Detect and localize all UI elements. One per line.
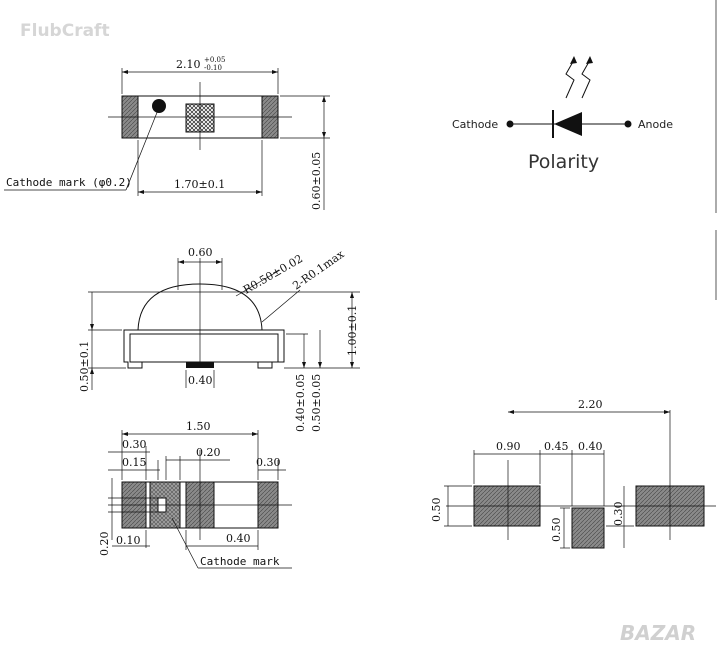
- mark-offset-label: 0.15: [122, 456, 147, 469]
- footprint-pad-width-label: 0.90: [496, 440, 521, 453]
- footprint-offset-label: 0.30: [612, 502, 625, 527]
- polarity-title: Polarity: [528, 151, 599, 173]
- pad-span-label: 1.50: [186, 420, 211, 433]
- left-inset-label: 0.10: [116, 534, 141, 547]
- footprint-center-pad-label: 0.40: [578, 440, 603, 453]
- top-width-tol-minus: -0.10: [204, 64, 222, 72]
- footprint: 2.20 0.90 0.45 0.40 0.50 0.50 0.30: [430, 398, 716, 549]
- top-height-label: 0.60±0.05: [310, 152, 323, 210]
- pad-height-b-label: 0.50±0.05: [310, 374, 323, 432]
- bottom-height-label: 0.20: [98, 532, 111, 557]
- cathode-mark-label: Cathode mark (φ0.2): [6, 176, 132, 189]
- pad-height-a-label: 0.40±0.05: [294, 374, 307, 432]
- diode-icon: [554, 112, 582, 136]
- body-height-label: 0.50±0.1: [78, 341, 91, 392]
- footprint-total-label: 2.20: [578, 398, 603, 411]
- right-pad-label: 0.30: [256, 456, 281, 469]
- cathode-dot: [152, 99, 166, 113]
- dome-width-label: 0.60: [188, 246, 213, 259]
- top-width-label: 2.10: [176, 58, 201, 71]
- footprint-center-pad: [571, 507, 605, 549]
- bottom-cathode-label: Cathode mark: [200, 555, 280, 568]
- footprint-center-height-label: 0.50: [550, 518, 563, 543]
- bottom-pad-label: 0.40: [188, 374, 213, 387]
- top-width-tol-plus: +0.05: [204, 56, 225, 64]
- watermark-bottom: BAZAR: [620, 621, 696, 645]
- watermark-top: FlubCraft: [20, 21, 110, 41]
- center-width-label: 0.40: [226, 532, 251, 545]
- left-pad-label: 0.30: [122, 438, 147, 451]
- side-view: 0.60 R0.50±0.02 2-R0.1max 1.00±0.1 0.50±…: [78, 246, 360, 432]
- cathode-label: Cathode: [452, 118, 498, 131]
- top-view: 2.10 +0.05 -0.10 1.70±0.1 0.60±0.05 Cath…: [4, 56, 330, 210]
- bottom-view: 1.50 0.30 0.15 0.20 0.30 0.20 0.10 0.40: [98, 420, 292, 569]
- anode-label: Anode: [638, 118, 673, 131]
- footprint-pad-height-label: 0.50: [430, 498, 443, 523]
- total-height-label: 1.00±0.1: [346, 305, 359, 356]
- center-gap-label: 0.20: [196, 446, 221, 459]
- inner-width-label: 1.70±0.1: [174, 178, 225, 191]
- footprint-gap-label: 0.45: [544, 440, 569, 453]
- polarity-symbol: Cathode Anode Polarity: [452, 56, 673, 173]
